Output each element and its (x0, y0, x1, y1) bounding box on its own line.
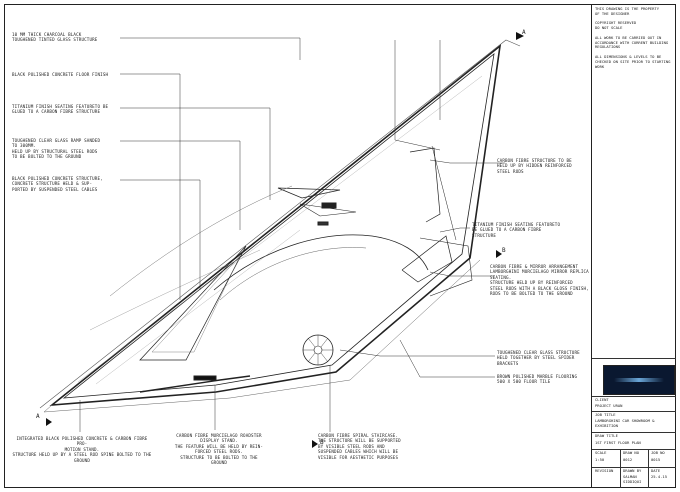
outer-wall (49, 44, 502, 407)
leader-floor (120, 73, 181, 300)
revision-label: REVISION (595, 468, 614, 473)
job-no-label: JOB NO (651, 450, 665, 455)
leader-carbon-mirror (429, 271, 495, 277)
note-carbon-fibre: CARBON FIBRE STRUCTURE TO BE HELD UP BY … (497, 158, 572, 174)
promotion-stand (139, 245, 247, 361)
job-title-value: LAMBORGHINI CAR SHOWROOM & EXHIBITION (595, 418, 655, 428)
note-murcielago-stand: CARBON FIBRE MURCIELAGO ROADSTER DISPLAY… (174, 433, 264, 466)
shell-outline (39, 39, 521, 409)
glass-ramp (277, 187, 341, 199)
drawn-by-label: DRAWN BY (623, 468, 642, 473)
scale-value: 1:50 (595, 457, 605, 462)
note-floor-finish: BLACK POLISHED CONCRETE FLOOR FINISH (12, 72, 109, 77)
leader-concrete (120, 179, 201, 290)
display-block (321, 202, 337, 209)
title-block: THIS DRAWING IS THE PROPERTY OF THE DESI… (591, 4, 676, 488)
date-label: DATE (651, 468, 661, 473)
section-markers (46, 32, 524, 448)
date-value: 25.4.15 (651, 474, 668, 479)
inner-wall (62, 53, 495, 399)
note-glass-roof: 10 MM THICK CHARCOAL BLACK TOUGHENED TIN… (12, 32, 98, 43)
leader-titanium-right (439, 227, 470, 233)
drawing-sheet-border (4, 4, 676, 488)
note-titanium-left: TITANIUM FINISH SEATING FEATURETO BE GLU… (12, 104, 109, 115)
section-marker-b-bottom: B (320, 439, 324, 446)
section-marker-a-top: A (522, 29, 526, 36)
note-titanium-right: TITANIUM FINISH SEATING FEATURETO BE GLU… (472, 222, 561, 238)
note-glass-ramp: TOUGHENED CLEAR GLASS RAMP SANDED TO 300… (12, 138, 101, 160)
drawing-no-value: 0012 (623, 457, 633, 462)
drawing-title-value: 1ST FIRST FLOOR PLAN (595, 440, 641, 445)
disclaimer-text: THIS DRAWING IS THE PROPERTY OF THE DESI… (595, 6, 671, 69)
client-label: CLIENT (595, 397, 609, 402)
job-no-value: 0015 (651, 457, 661, 462)
leader-titanium-left (120, 107, 271, 200)
section-marker-b-right: B (502, 247, 506, 254)
section-marker-a-bottom: A (36, 413, 40, 420)
shell-lower (43, 259, 481, 413)
leader-clear-glass (339, 349, 495, 357)
concrete-structure-curve (213, 234, 429, 291)
leader-carbon-fibre (429, 159, 505, 164)
leader-ramp (120, 140, 241, 230)
client-value: PROJECT URAN (595, 403, 623, 408)
note-spiral-staircase: CARBON FIBRE SPIRAL STAIRCASE. THE STRUC… (318, 433, 401, 460)
drawing-title-label: DRAW TITLE (595, 433, 618, 438)
job-title-label: JOB TITLE (595, 412, 616, 417)
note-carbon-mirror: CARBON FIBRE & MIRROR ARRANGEMENT LAMBOR… (490, 264, 589, 297)
drawing-no-label: DRAW NO (623, 450, 640, 455)
note-marble: BROWN POLISHED MARBLE FLOORING 500 X 500… (497, 374, 578, 385)
leader-marble (399, 339, 495, 378)
spiral-staircase (302, 334, 334, 366)
leader-glass-roof (120, 37, 301, 60)
scale-label: SCALE (595, 450, 607, 455)
note-clear-glass: TOUGHENED CLEAR GLASS STRUCTURE HELD TOG… (497, 350, 580, 366)
note-concrete-structure: BLACK POLISHED CONCRETE STRUCTURE, CONCR… (12, 176, 103, 192)
drawn-by-value: SALMAN SIDDIQUI (623, 474, 642, 484)
note-integrated-stand: INTEGRATED BLACK POLISHED CONCRETE & CAR… (12, 436, 152, 463)
project-logo-image (603, 365, 675, 395)
murcielago-stand (139, 375, 251, 393)
